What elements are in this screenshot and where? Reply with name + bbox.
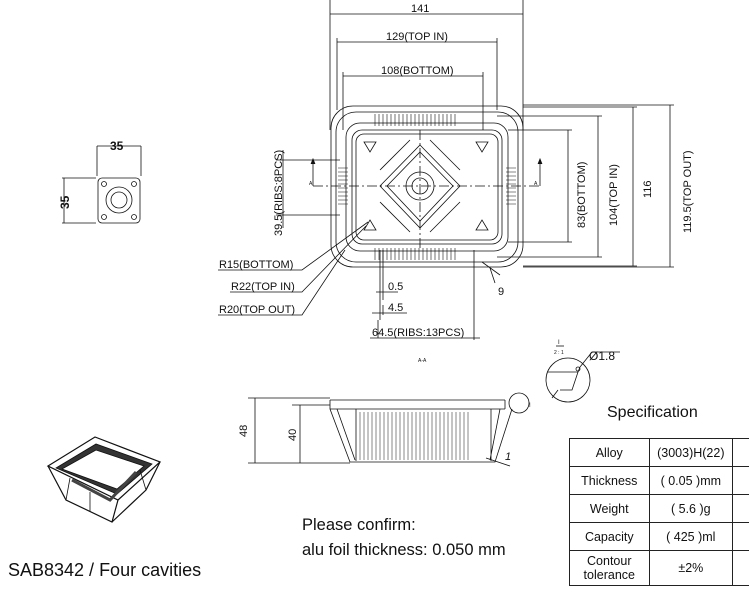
svg-text:35: 35 — [110, 139, 124, 153]
spec-value: ( 5.6 )g — [648, 494, 734, 523]
foil-thickness-note: alu foil thickness: 0.050 mm — [302, 541, 506, 559]
table-row: Contour tolerance±2% — [569, 550, 749, 586]
svg-text:116: 116 — [642, 180, 654, 198]
spec-value: (3003)H(22) — [648, 438, 734, 467]
product-caption: SAB8342 / Four cavities — [8, 560, 202, 580]
svg-text:40: 40 — [287, 429, 299, 441]
svg-text:35: 35 — [58, 195, 72, 209]
confirm-note: Please confirm: — [302, 516, 416, 534]
svg-text:A: A — [534, 181, 538, 187]
svg-text:0.5: 0.5 — [388, 281, 403, 293]
svg-text:104(TOP IN): 104(TOP IN) — [608, 164, 620, 226]
svg-text:141: 141 — [411, 3, 429, 15]
svg-text:Ø1.8: Ø1.8 — [589, 349, 615, 363]
spec-key: Thickness — [569, 466, 650, 495]
svg-text:64.5(RIBS:13PCS): 64.5(RIBS:13PCS) — [372, 327, 464, 339]
svg-text:4.5: 4.5 — [388, 302, 403, 314]
spec-key: Contour tolerance — [569, 550, 650, 586]
section-view: A-A I 48 40 1 I 2 : 1 Ø1.8 — [238, 340, 620, 467]
table-row: Alloy(3003)H(22) — [569, 438, 749, 467]
svg-text:I: I — [529, 403, 531, 409]
svg-text:108(BOTTOM): 108(BOTTOM) — [381, 65, 454, 77]
spec-title: Specification — [607, 404, 698, 421]
svg-text:I: I — [558, 340, 560, 346]
svg-text:R15(BOTTOM): R15(BOTTOM) — [219, 259, 293, 271]
top-view-labels: 141 129(TOP IN) 108(BOTTOM) 39.5(RIBS:8P… — [219, 3, 694, 339]
tray-3d-illustration — [46, 436, 162, 523]
spec-key: Alloy — [569, 438, 650, 467]
spec-key: Capacity — [569, 522, 650, 551]
svg-text:9: 9 — [498, 286, 504, 298]
svg-text:119.5(TOP OUT): 119.5(TOP OUT) — [682, 150, 694, 233]
small-top-view: 35 35 — [58, 139, 142, 224]
spec-key: Weight — [569, 494, 650, 523]
svg-text:39.5(RIBS:8PCS): 39.5(RIBS:8PCS) — [273, 150, 285, 236]
svg-text:1: 1 — [505, 451, 511, 463]
spec-value: ( 0.05 )mm — [648, 466, 734, 495]
spec-value: ( 425 )ml — [648, 522, 734, 551]
table-row: Weight( 5.6 )g — [569, 494, 749, 523]
svg-text:2 : 1: 2 : 1 — [554, 350, 564, 356]
table-row: Thickness( 0.05 )mm — [569, 466, 749, 495]
spec-value: ±2% — [648, 550, 734, 586]
table-row: Capacity( 425 )ml — [569, 522, 749, 551]
top-view — [218, 0, 674, 340]
svg-text:A-A: A-A — [418, 358, 427, 364]
svg-text:R20(TOP OUT): R20(TOP OUT) — [219, 304, 295, 316]
svg-text:R22(TOP IN): R22(TOP IN) — [231, 281, 295, 293]
svg-text:A: A — [309, 181, 313, 187]
svg-text:83(BOTTOM): 83(BOTTOM) — [576, 162, 588, 228]
spec-table: Alloy(3003)H(22) Thickness( 0.05 )mm Wei… — [569, 438, 749, 586]
svg-text:48: 48 — [238, 425, 250, 437]
svg-text:129(TOP IN): 129(TOP IN) — [386, 31, 448, 43]
